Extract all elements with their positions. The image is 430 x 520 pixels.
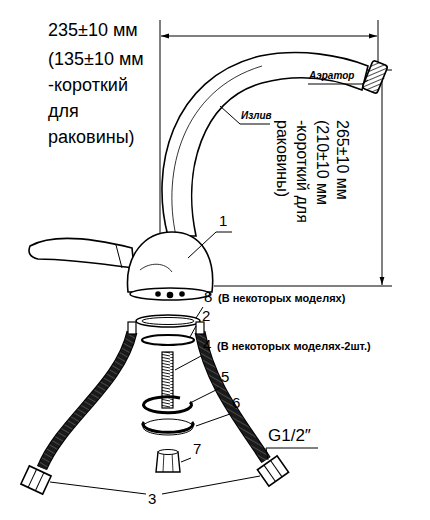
callout-number: 8 [204, 288, 212, 306]
mounting-parts [143, 419, 193, 435]
flexible-hoses [257, 456, 288, 486]
dimension-lines [382, 71, 383, 285]
flexible-hoses [128, 322, 136, 334]
leader-lines [362, 80, 368, 84]
part-name: Излив [241, 110, 272, 122]
dimension-lines [378, 20, 379, 62]
body [128, 232, 213, 292]
model-note: (В некоторых моделях-2шт.) [217, 340, 371, 353]
callout-number: 4 [203, 336, 211, 354]
dimension-lines [160, 20, 392, 292]
lever-handle [29, 239, 134, 268]
flexible-hoses [257, 456, 288, 486]
callout-number: 3 [148, 490, 156, 508]
body [180, 292, 184, 296]
leader-lines [190, 326, 196, 337]
flexible-hoses [28, 469, 36, 487]
thread-size: G1/2″ [268, 426, 311, 446]
mounting-parts [142, 318, 194, 325]
dimension-note: (135±10 мм -короткий для раковины) [48, 46, 163, 150]
leader-lines [216, 232, 232, 233]
spout [172, 66, 262, 236]
dimension-lines [214, 286, 392, 287]
flexible-hoses [42, 332, 132, 468]
leader-lines [196, 414, 230, 426]
body [130, 288, 210, 300]
leader-lines [266, 448, 318, 449]
mounting-parts [142, 335, 194, 345]
flexible-hoses [42, 332, 132, 468]
body [156, 292, 160, 296]
mounting-parts [143, 422, 193, 432]
mounting-parts [136, 315, 200, 472]
leader-lines [220, 106, 240, 124]
leader-lines [196, 307, 203, 318]
body [128, 232, 213, 300]
aerator [362, 60, 388, 94]
flexible-hoses [271, 461, 282, 477]
flexible-hoses [21, 466, 51, 494]
body [168, 293, 173, 298]
leader-lines [266, 448, 268, 460]
dimension-note: 265±10 мм (210±10 мм -короткий для раков… [272, 120, 352, 254]
mounting-parts [163, 452, 164, 472]
leader-lines [162, 476, 260, 494]
mounting-parts [144, 397, 192, 413]
leader-lines [308, 84, 362, 85]
dimension-lines [161, 36, 377, 37]
leader-lines [50, 482, 146, 494]
mounting-parts [162, 352, 173, 408]
callout-number: 1 [219, 212, 227, 230]
leader-lines [192, 388, 220, 402]
leader-lines [175, 356, 201, 370]
flexible-hoses [35, 473, 43, 491]
mounting-parts [136, 315, 200, 327]
callout-number: 6 [232, 394, 240, 412]
dimension-text: 235±10 мм [48, 20, 138, 42]
callout-number: 5 [221, 368, 229, 386]
flexible-hoses [21, 466, 51, 494]
leader-lines [181, 458, 191, 462]
aerator [362, 60, 388, 94]
lever-handle [29, 239, 134, 268]
callout-number: 7 [193, 440, 201, 458]
leader-lines [240, 124, 270, 125]
mounting-parts [158, 450, 178, 455]
flexible-hoses [264, 465, 275, 481]
model-note: (В некоторых моделях) [218, 292, 345, 305]
part-name: Аэратор [309, 70, 354, 82]
lever-handle [116, 245, 122, 268]
body [140, 264, 172, 272]
callout-number: 2 [202, 307, 210, 325]
mounting-parts [172, 452, 173, 472]
leader-lines [188, 232, 216, 258]
